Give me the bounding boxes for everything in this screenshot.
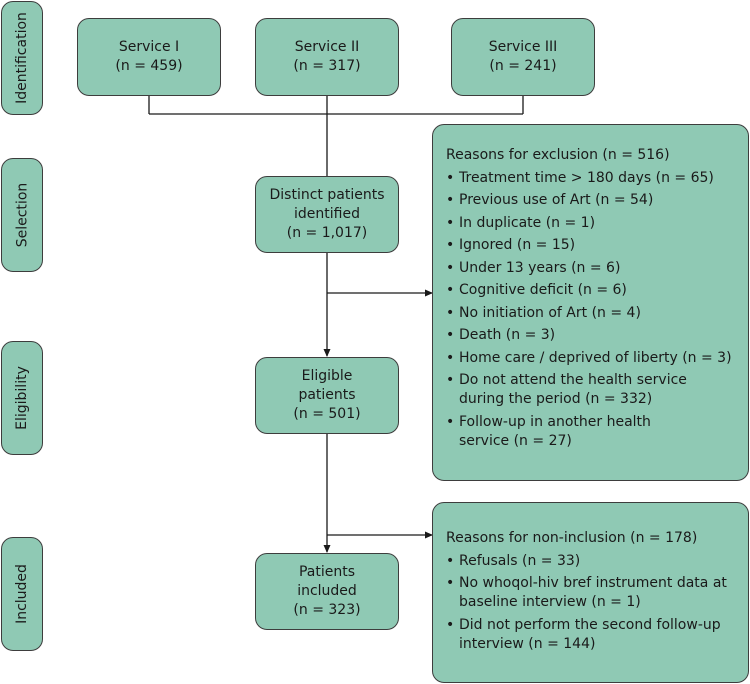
exclusion-item: •Previous use of Art (n = 54) <box>446 189 736 212</box>
exclusion-item: •Do not attend the health service during… <box>446 369 736 411</box>
exclusion-reasons-box: Reasons for exclusion (n = 516) •Treatme… <box>432 124 749 481</box>
exclusion-title: Reasons for exclusion (n = 516) <box>446 147 670 163</box>
noninclusion-reasons-box: Reasons for non-inclusion (n = 178) •Ref… <box>432 502 749 683</box>
exclusion-item-text: Previous use of Art (n = 54) <box>459 192 654 208</box>
stage-identification: Identification <box>1 1 43 115</box>
noninclusion-title: Reasons for non-inclusion (n = 178) <box>446 530 698 546</box>
service-1-name: Service I <box>118 39 180 55</box>
exclusion-item: •Cognitive deficit (n = 6) <box>446 279 736 302</box>
stage-eligibility: Eligibility <box>1 341 43 455</box>
exclusion-item-text: Under 13 years (n = 6) <box>459 259 621 276</box>
noninclusion-item-text: Refusals (n = 33) <box>459 552 581 569</box>
exclusion-item: •In duplicate (n = 1) <box>446 212 736 235</box>
exclusion-item: •Ignored (n = 15) <box>446 234 736 257</box>
noninclusion-item: •Did not perform the second follow-up in… <box>446 614 736 656</box>
exclusion-item: •Under 13 years (n = 6) <box>446 257 736 280</box>
exclusion-item: •Follow-up in another health service (n … <box>446 411 736 453</box>
distinct-line-2: identified <box>294 206 360 222</box>
exclusion-item: •Treatment time > 180 days (n = 65) <box>446 167 736 190</box>
exclusion-item-text: No initiation of Art (n = 4) <box>459 304 641 321</box>
eligible-line-1: Eligible <box>301 368 353 384</box>
stage-included: Included <box>1 537 43 651</box>
distinct-line-1: Distinct patients <box>269 187 385 203</box>
included-line-2: included <box>297 583 357 599</box>
service-3-box: Service III (n = 241) <box>451 18 595 96</box>
distinct-count: (n = 1,017) <box>286 225 368 241</box>
exclusion-item: •No initiation of Art (n = 4) <box>446 302 736 325</box>
exclusion-item: •Home care / deprived of liberty (n = 3) <box>446 347 736 370</box>
patients-included-box: Patients included (n = 323) <box>255 553 399 630</box>
included-count: (n = 323) <box>293 602 361 618</box>
service-2-name: Service II <box>294 39 360 55</box>
stage-identification-label: Identification <box>14 12 31 104</box>
eligible-count: (n = 501) <box>293 406 361 422</box>
service-2-count: (n = 317) <box>293 58 361 74</box>
service-3-name: Service III <box>488 39 558 55</box>
stage-selection-label: Selection <box>14 182 30 248</box>
exclusion-item-text: Ignored (n = 15) <box>459 237 576 253</box>
exclusion-item: •Death (n = 3) <box>446 324 736 347</box>
noninclusion-item: •No whoqol-hiv bref instrument data at b… <box>446 572 736 614</box>
service-1-count: (n = 459) <box>115 58 183 74</box>
exclusion-item-text: Follow-up in another health service (n =… <box>459 413 651 450</box>
stage-included-label: Included <box>14 564 31 624</box>
service-1-box: Service I (n = 459) <box>77 18 221 96</box>
stage-eligibility-label: Eligibility <box>14 366 31 430</box>
eligible-line-2: patients <box>298 387 356 403</box>
service-3-count: (n = 241) <box>489 58 557 74</box>
exclusion-item-text: Do not attend the health service during … <box>459 371 687 408</box>
exclusion-item-text: In duplicate (n = 1) <box>459 214 596 231</box>
eligible-patients-box: Eligible patients (n = 501) <box>255 357 399 434</box>
stage-selection: Selection <box>1 158 43 272</box>
distinct-patients-box: Distinct patients identified (n = 1,017) <box>255 176 399 253</box>
exclusion-item-text: Cognitive deficit (n = 6) <box>459 282 627 298</box>
exclusion-item-text: Treatment time > 180 days (n = 65) <box>459 169 714 186</box>
noninclusion-item-text: No whoqol-hiv bref instrument data at ba… <box>459 574 727 611</box>
included-line-1: Patients <box>298 564 356 580</box>
service-2-box: Service II (n = 317) <box>255 18 399 96</box>
exclusion-item-text: Death (n = 3) <box>459 327 556 343</box>
exclusion-item-text: Home care / deprived of liberty (n = 3) <box>459 349 732 366</box>
noninclusion-item-text: Did not perform the second follow-up int… <box>459 616 721 653</box>
noninclusion-item: •Refusals (n = 33) <box>446 550 736 573</box>
